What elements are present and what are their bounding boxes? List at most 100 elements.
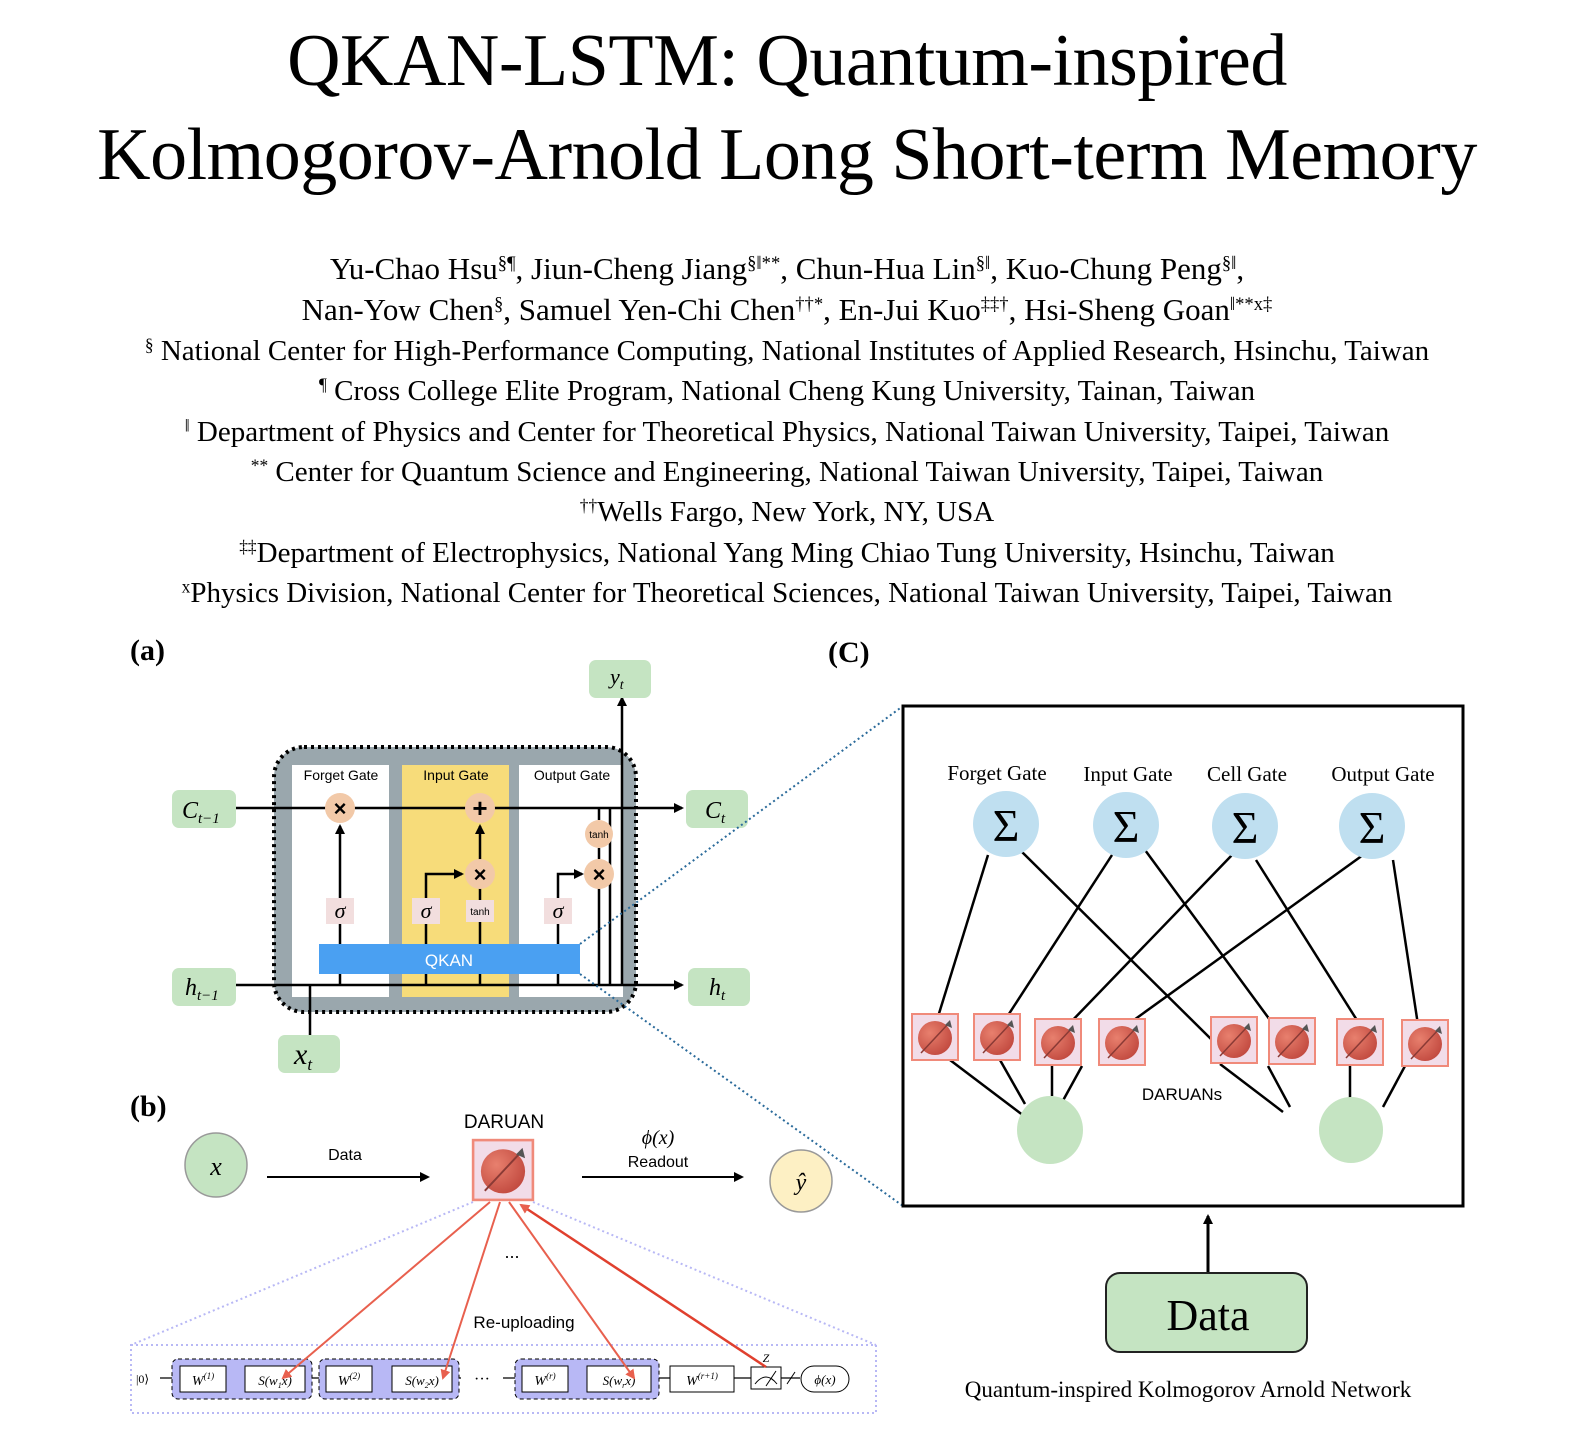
panel-c-caption: Quantum-inspired Kolmogorov Arnold Netwo… [965,1377,1412,1402]
affiliation-mark: ‖ [184,415,190,436]
paper-title-line-1: QKAN-LSTM: Quantum-inspired [287,20,1287,102]
author-affiliation-marks: ††* [795,293,824,315]
affiliation-line: ‡‡Department of Electrophysics, National… [0,533,1574,573]
affiliation-line: xPhysics Division, National Center for T… [0,573,1574,613]
svg-text:Z: Z [763,1351,770,1365]
reuploading-label: Re-uploading [473,1313,574,1332]
input-sigma-box: σ [412,898,440,924]
svg-text:σ: σ [553,898,565,923]
affiliation-mark: ¶ [319,374,327,395]
zoom-line-bottom [579,973,904,1207]
svg-text:x: x [209,1152,222,1181]
affiliation-mark: § [144,334,154,355]
author-name: Nan-Yow Chen [301,292,494,327]
affiliation-text: Wells Fargo, New York, NY, USA [597,496,995,529]
author-name: Yu-Chao Hsu [329,251,498,286]
input-node-1 [1017,1096,1083,1164]
data-arrow-label: Data [328,1147,362,1164]
x-input-node: x [184,1132,248,1198]
svg-text:Ct: Ct [705,798,726,827]
svg-text:×: × [593,862,606,887]
svg-text:σ: σ [421,898,433,923]
zoom-line-top [579,705,904,945]
svg-text:×: × [474,862,487,887]
panel-c-label: (C) [828,636,870,669]
svg-text:tanh: tanh [470,907,489,918]
svg-text:W(r+1): W(r+1) [686,1371,718,1389]
daruan-node-3 [1034,1018,1082,1066]
h-out-box: ht [688,968,750,1006]
output-multiply-op: × [584,859,614,889]
input-multiply-op: × [465,859,495,889]
svg-text:ϕ(x): ϕ(x) [814,1372,835,1387]
affiliation-line: ¶ Cross College Elite Program, National … [0,371,1574,411]
paper-title-line-2: Kolmogorov-Arnold Long Short-term Memory [97,114,1477,196]
forget-gate-label: Forget Gate [304,767,379,783]
author-affiliation-marks: §‖ [1221,252,1237,274]
svg-text:Σ: Σ [1113,801,1140,852]
h-prev-box: ht−1 [172,968,236,1006]
forget-sigma-box: σ [326,898,354,924]
svg-text:×: × [334,796,347,821]
author-affiliation-marks: ‡‡† [980,293,1009,315]
input-gate-label: Input Gate [423,767,489,783]
author-name: Jiun-Cheng Jiang [531,251,748,286]
svg-text:Σ: Σ [1359,802,1386,853]
svg-text:σ: σ [335,898,347,923]
svg-text:S(w1x): S(w1x) [258,1373,292,1390]
sum-node-output: Σ [1339,793,1405,859]
affiliation-line: ††Wells Fargo, New York, NY, USA [0,492,1574,532]
output-tanh-op: tanh [585,820,613,848]
output-gate-label: Output Gate [534,767,610,783]
author-affiliation-marks: § [494,293,504,315]
svg-text:QKAN: QKAN [425,951,473,970]
readout-label: Readout [628,1154,689,1171]
svg-text:yt: yt [608,664,625,693]
sum-node-forget: Σ [973,791,1039,857]
reupload-arrows [281,1201,767,1380]
input-add-op: + [465,793,495,823]
svg-text:W(r): W(r) [534,1371,555,1389]
init-state: |0⟩ [136,1372,149,1386]
input-tanh-box: tanh [466,900,494,922]
qkan-block: QKAN [319,944,580,974]
sum-node-input: Σ [1093,792,1159,858]
svg-text:ŷ: ŷ [794,1170,807,1196]
c-input-gate-label: Input Gate [1083,762,1172,786]
affiliation-text: National Center for High-Performance Com… [153,335,1430,367]
affiliation-text: Department of Physics and Center for The… [189,415,1390,448]
affiliation-mark: ‡‡ [239,535,257,556]
affiliation-mark: ** [250,455,269,476]
daruan-node-4 [1098,1018,1146,1066]
affiliation-line: ** Center for Quantum Science and Engine… [0,452,1574,492]
c-out-box: Ct [686,790,748,828]
circuit-container [130,1344,877,1414]
author-affiliation-marks: §¶ [497,252,516,274]
svg-text:ht: ht [709,975,726,1004]
svg-text:S(wrx): S(wrx) [603,1373,636,1390]
affiliation-line: ‖ Department of Physics and Center for T… [0,412,1574,452]
author-affiliation-marks: §‖ [975,252,991,274]
panel-b-label: (b) [130,1090,167,1123]
svg-text:Ct−1: Ct−1 [182,798,220,827]
svg-text:Σ: Σ [993,800,1020,851]
authors-line-1: Yu-Chao Hsu§¶, Jiun-Cheng Jiang§‖**, Chu… [329,251,1245,286]
panel-a-label: (a) [130,634,165,667]
affiliation-mark: †† [579,495,598,516]
author-name: En-Jui Kuo [838,292,981,327]
circuit-output [800,1365,850,1393]
quantum-circuit: |0⟩ W(1) S(w1x) W(2) S(w2x) ··· W(r) S(w… [136,1351,850,1400]
daruan-node-8 [1401,1019,1449,1067]
circuit-dots: ··· [474,1371,490,1388]
svg-text:ht−1: ht−1 [185,975,219,1004]
sum-node-cell: Σ [1212,793,1278,859]
input-node-2 [1319,1097,1383,1163]
data-box: Data [1105,1272,1308,1353]
svg-text:xt: xt [293,1038,313,1074]
daruan-node-5 [1210,1016,1258,1064]
affiliation-line: § National Center for High-Performance C… [0,331,1574,371]
daruan-node-6 [1268,1017,1316,1065]
svg-text:S(w2x): S(w2x) [405,1373,439,1390]
xt-box: xt [278,1035,340,1074]
daruan-node-2 [973,1013,1021,1061]
